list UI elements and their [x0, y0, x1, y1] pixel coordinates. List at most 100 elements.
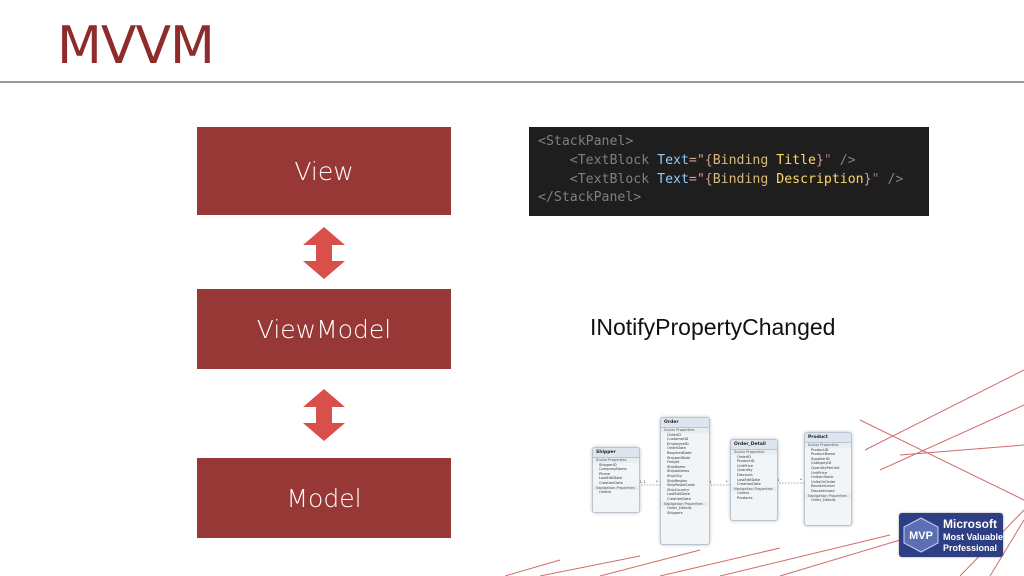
entity-order: Order Scalar Properties OrderID Customer…	[660, 417, 710, 545]
entity-field: CreationDate	[667, 496, 691, 501]
code-line-4: </StackPanel>	[538, 190, 642, 206]
entity-field: ProductName	[811, 452, 836, 457]
entity-section: Navigation Properties	[661, 501, 709, 507]
inotify-label: INotifyPropertyChanged	[590, 314, 836, 340]
view-box-label: View	[294, 156, 354, 186]
code-prop: Description	[776, 171, 864, 187]
mvp-line-2: Most Valuable	[943, 532, 1004, 542]
entity-field: CreationDate	[599, 480, 623, 485]
code-brace: {	[704, 152, 713, 168]
entity-field: ReorderLevel	[811, 484, 835, 489]
entity-field: Discount	[737, 472, 753, 477]
xaml-code-snippet: <StackPanel> <TextBlock Text="{Binding T…	[529, 127, 929, 216]
entity-shipper: Shipper Scalar Properties ShipperID Comp…	[592, 447, 640, 513]
code-prop: Title	[776, 152, 816, 168]
entity-field: ProductID	[737, 459, 755, 464]
entity-field: CustomerID	[667, 437, 689, 442]
entity-field: Phone	[599, 471, 611, 476]
code-tag: <TextBlock	[569, 152, 650, 168]
entity-field: Quantity	[737, 468, 753, 473]
entity-field: Freight	[667, 460, 680, 465]
entity-field: CompanyName	[599, 467, 627, 472]
code-binding: Binding	[712, 171, 769, 187]
viewmodel-box: ViewModel	[197, 289, 451, 369]
entity-field: UnitPrice	[811, 470, 828, 475]
entity-section: Scalar Properties	[805, 443, 851, 448]
entity-section: Scalar Properties	[731, 450, 777, 455]
multiplicity-label: 1	[709, 480, 711, 484]
entity-field: ShipperID	[599, 462, 617, 467]
entity-section: Navigation Properties	[731, 486, 777, 492]
entity-field: SupplierID	[811, 456, 830, 461]
code-quote: ="	[688, 152, 705, 168]
double-arrow-icon	[303, 227, 345, 279]
entity-field: CreationDate	[737, 482, 761, 487]
code-brace: {	[704, 171, 713, 187]
entity-field: Products	[737, 495, 753, 500]
entity-section: Scalar Properties	[661, 428, 709, 433]
entity-field: OrderID	[667, 432, 682, 437]
viewmodel-box-label: ViewModel	[256, 314, 392, 344]
entity-field: ProductID	[811, 447, 829, 452]
entity-field: CategoryID	[811, 461, 832, 466]
entity-field: ShippedDate	[667, 455, 691, 460]
entity-field: ShipCountry	[667, 487, 690, 492]
entity-field: Discontinued	[811, 488, 835, 493]
entity-section: Navigation Properties	[593, 485, 639, 491]
code-close: " />	[823, 152, 856, 168]
entity-field: QuantityPerUnit	[811, 465, 840, 470]
code-quote: ="	[688, 171, 705, 187]
code-attr: Text	[657, 171, 689, 187]
entity-field: UnitsOnOrder	[811, 479, 836, 484]
multiplicity-label: *	[800, 478, 802, 482]
entity-field: OrderDate	[667, 446, 686, 451]
mvp-line-3: Professional	[943, 543, 998, 553]
mvp-logo: MVP Microsoft Most Valuable Professional	[899, 513, 1003, 557]
code-tag: <TextBlock	[569, 171, 650, 187]
entity-field: ShipName	[667, 464, 686, 469]
entity-field: ShipCity	[667, 473, 682, 478]
code-brace: }	[815, 152, 824, 168]
entity-field: EmployeeID	[667, 441, 689, 446]
slide-title: MVVM	[57, 16, 215, 76]
code-line-1: <StackPanel>	[538, 134, 634, 149]
entity-section: Navigation Properties	[805, 493, 851, 499]
entity-field: UnitPrice	[737, 463, 754, 468]
entity-field: Orders	[737, 491, 750, 496]
entity-title: Order	[661, 418, 709, 428]
entity-field: ShipAddress	[667, 469, 690, 474]
entity-field: Orders	[599, 490, 612, 495]
entity-field: OrderID	[737, 454, 752, 459]
entity-field: LastEditDate	[599, 476, 623, 481]
entity-field: UnitsInStock	[811, 475, 834, 480]
title-divider	[0, 81, 1024, 83]
entity-title: Shipper	[593, 448, 639, 458]
code-close: " />	[871, 171, 904, 187]
code-brace: }	[863, 171, 872, 187]
mvp-line-1: Microsoft	[943, 517, 997, 531]
double-arrow-icon	[303, 389, 345, 441]
entity-field: RequiredDate	[667, 450, 692, 455]
entity-title: Product	[805, 433, 851, 443]
entity-field: ShipRegion	[667, 478, 688, 483]
entity-field: ShipPostalCode	[667, 483, 695, 488]
code-attr: Text	[657, 152, 689, 168]
multiplicity-label: *	[726, 480, 728, 484]
entity-field: Order_Details	[667, 506, 692, 511]
multiplicity-label: 1	[777, 478, 779, 482]
entity-diagram: 0..1 * 1 * 1 * Shipper Scalar Properties…	[590, 415, 855, 545]
code-binding: Binding	[712, 152, 769, 168]
mvp-mark: MVP	[909, 530, 933, 542]
diagram-connectors: 0..1 * 1 * 1 *	[638, 478, 804, 486]
entity-section: Scalar Properties	[593, 458, 639, 463]
mvp-badge-icon: MVP	[903, 517, 939, 553]
entity-field: LastEditDate	[667, 492, 691, 497]
entity-product: Product Scalar Properties ProductID Prod…	[804, 432, 852, 526]
entity-order-detail: Order_Detail Scalar Properties OrderID P…	[730, 439, 778, 521]
entity-title: Order_Detail	[731, 440, 777, 450]
model-box-label: Model	[286, 483, 362, 513]
view-box: View	[197, 127, 451, 215]
entity-field: Shippers	[667, 510, 683, 515]
model-box: Model	[197, 458, 451, 538]
